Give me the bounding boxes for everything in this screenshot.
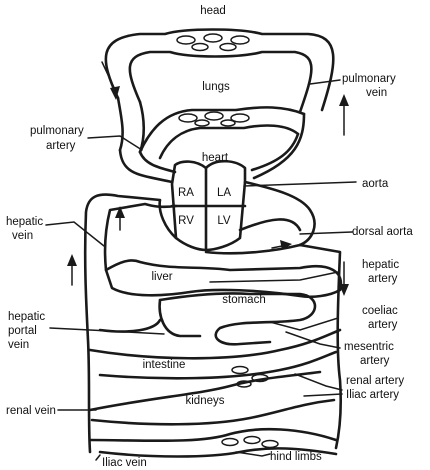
label-iliac-vein: Iliac vein <box>102 457 147 469</box>
up-arrow-icon <box>115 206 125 231</box>
label-head: head <box>200 5 226 17</box>
heart <box>170 159 247 252</box>
label-hepatic-portal-vein-line1: hepatic <box>8 311 45 323</box>
up-arrow-icon <box>67 254 77 286</box>
label-kidneys: kidneys <box>186 395 225 407</box>
label-hepatic-artery-line1: hepatic <box>362 259 399 271</box>
pulmonary-vein-vessel <box>250 112 306 180</box>
lung-capillary-bed <box>138 106 306 160</box>
text-labels: head lungs pulmonary vein pulmonary arte… <box>6 5 413 469</box>
label-aorta: aorta <box>362 178 389 190</box>
leader-lines <box>45 79 357 461</box>
label-iliac-artery: Iliac artery <box>346 389 399 401</box>
liver <box>104 259 343 299</box>
label-la: LA <box>217 187 231 199</box>
label-heart: heart <box>202 152 229 164</box>
label-hepatic-vein-line2: vein <box>12 230 33 242</box>
stomach <box>158 292 317 346</box>
label-mesentric-artery-line2: artery <box>360 355 390 367</box>
label-ra: RA <box>178 187 194 199</box>
label-hepatic-vein-line1: hepatic <box>6 216 43 228</box>
down-arrow-icon <box>339 261 349 296</box>
label-lungs: lungs <box>202 81 230 93</box>
flow-arrows <box>67 61 349 296</box>
label-hepatic-portal-vein-line3: vein <box>8 339 29 351</box>
kidneys <box>88 365 336 426</box>
label-pulmonary-vein-line1: pulmonary <box>342 73 396 85</box>
label-pulmonary-artery-line1: pulmonary <box>30 125 84 137</box>
label-mesentric-artery-line1: mesentric <box>344 341 394 353</box>
label-pulmonary-vein-line2: vein <box>366 87 387 99</box>
head-capillary-bed <box>104 28 335 114</box>
label-renal-vein: renal vein <box>6 405 56 417</box>
up-arrow-icon <box>339 94 349 136</box>
label-pulmonary-artery-line2: artery <box>46 140 76 152</box>
label-intestine: intestine <box>143 359 186 371</box>
pulmonary-artery-vessel <box>118 148 177 184</box>
label-liver: liver <box>151 271 172 283</box>
label-renal-artery: renal artery <box>346 375 404 387</box>
label-lv: LV <box>217 215 231 227</box>
label-hind-limbs: hind limbs <box>270 451 322 463</box>
label-rv: RV <box>178 215 194 227</box>
vena-cava-vessel <box>83 96 178 454</box>
label-hepatic-portal-vein-line2: portal <box>8 325 37 337</box>
label-coeliac-artery-line1: coeliac <box>362 305 398 317</box>
down-arrow-icon <box>101 61 120 100</box>
label-stomach: stomach <box>222 294 265 306</box>
right-arrow-icon <box>271 240 292 250</box>
label-hepatic-artery-line2: artery <box>368 273 398 285</box>
label-coeliac-artery-line2: artery <box>368 319 398 331</box>
aorta-vessel <box>204 180 343 450</box>
label-dorsal-aorta: dorsal aorta <box>352 226 413 238</box>
